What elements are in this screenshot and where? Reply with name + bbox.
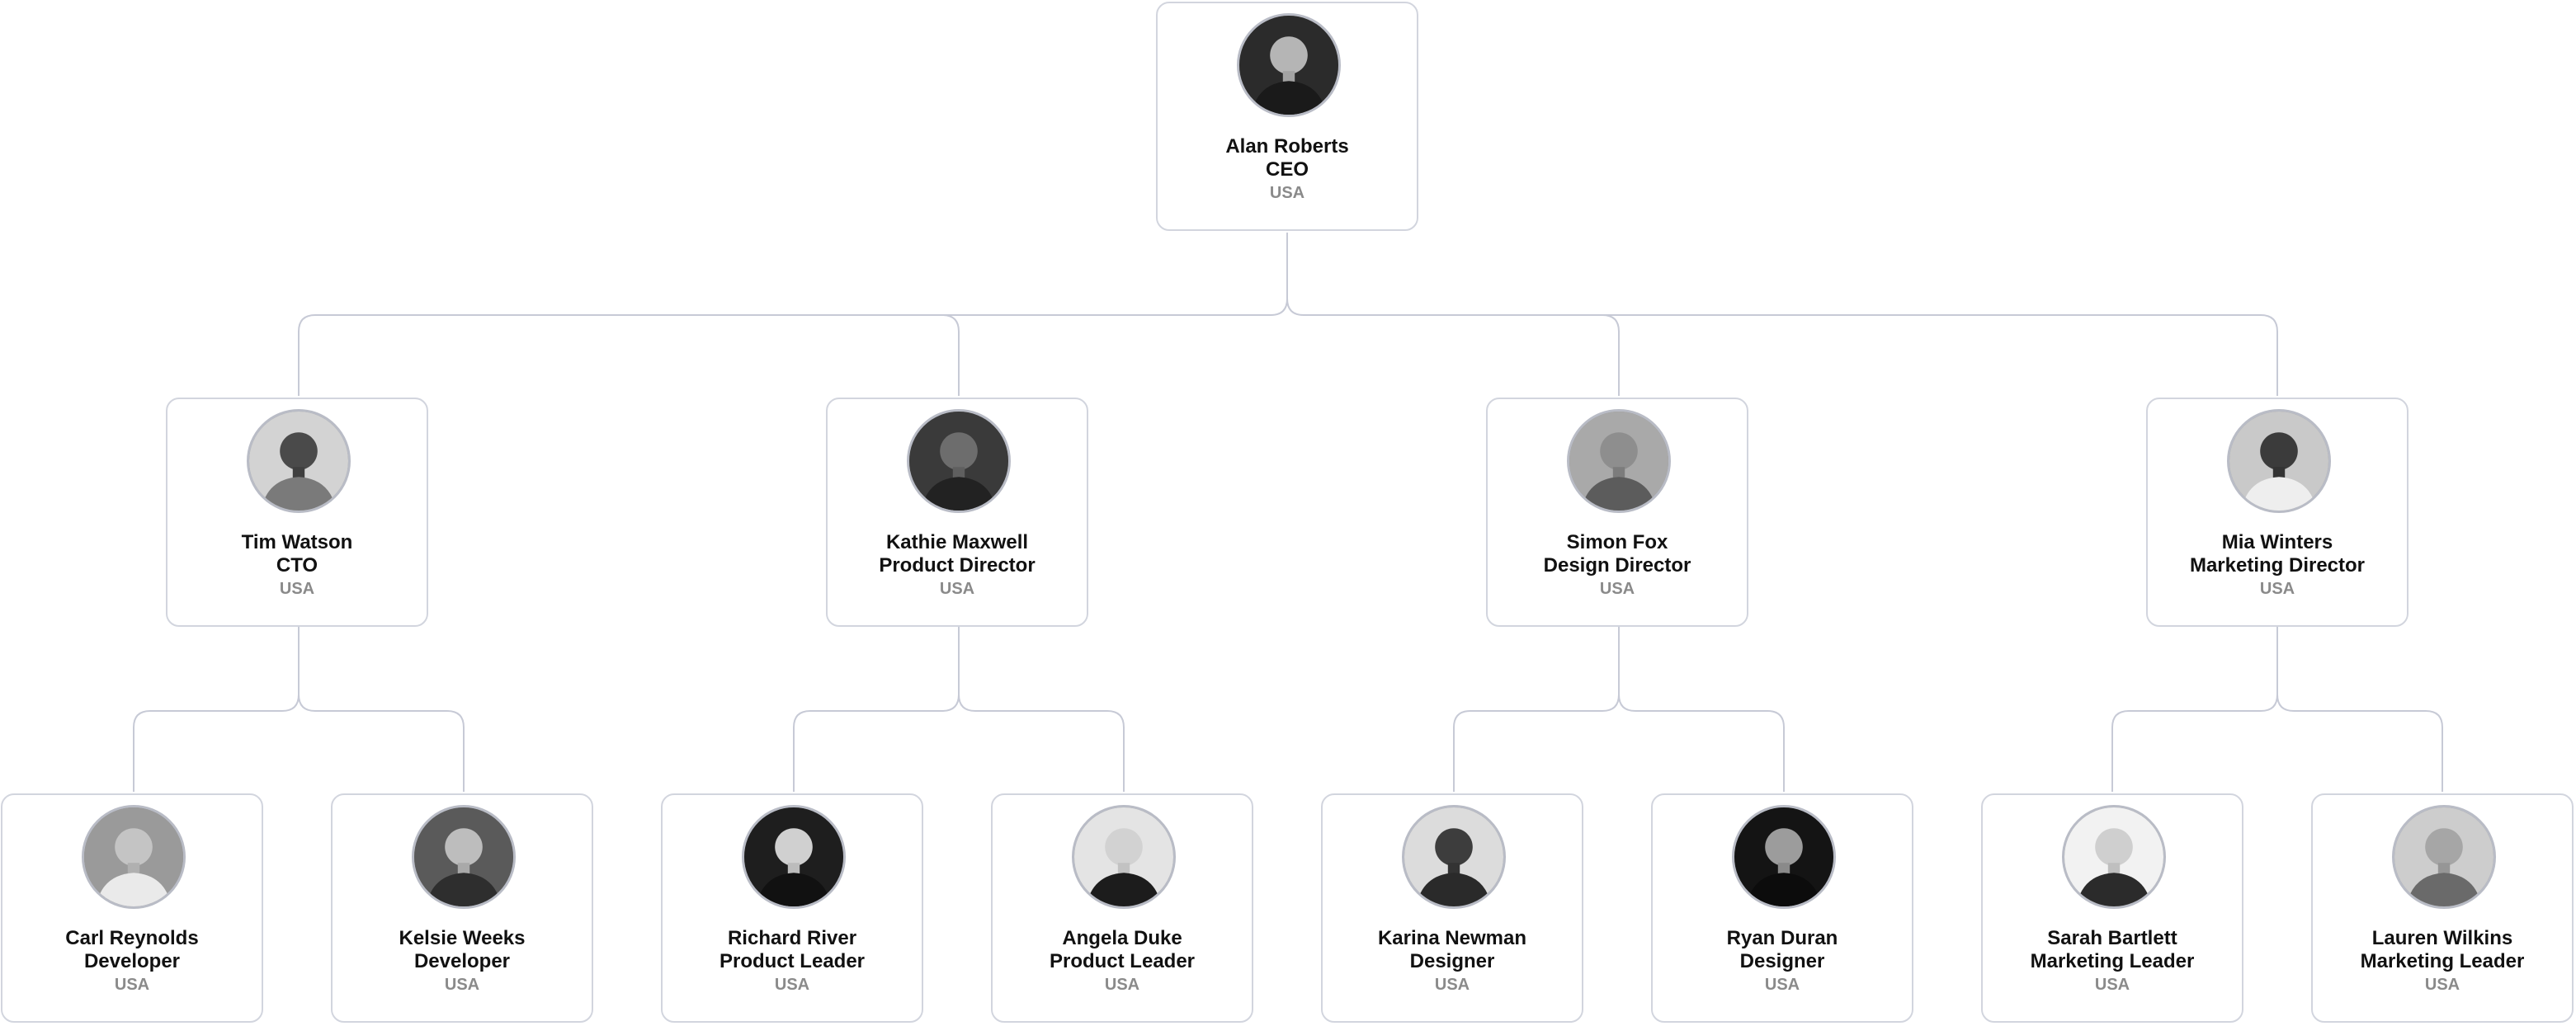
- org-card-mia-winters[interactable]: Mia Winters Marketing Director USA: [2146, 398, 2409, 627]
- avatar: [1072, 805, 1176, 909]
- employee-title: Marketing Director: [2189, 554, 2366, 577]
- avatar: [1567, 409, 1671, 513]
- employee-title: Product Director: [879, 554, 1036, 577]
- person-photo-icon: [1404, 807, 1503, 906]
- org-card-kelsie-weeks[interactable]: Kelsie Weeks Developer USA: [331, 793, 593, 1023]
- employee-title: Designer: [1739, 950, 1825, 972]
- avatar: [742, 805, 846, 909]
- person-photo-icon: [1569, 412, 1668, 511]
- employee-name: Alan Roberts: [1225, 135, 1349, 158]
- employee-name: Ryan Duran: [1726, 927, 1838, 949]
- employee-title: CTO: [276, 554, 318, 577]
- employee-title: Product Leader: [1049, 950, 1196, 972]
- avatar: [412, 805, 516, 909]
- org-card-angela-duke[interactable]: Angela Duke Product Leader USA: [991, 793, 1253, 1023]
- org-card-karina-newman[interactable]: Karina Newman Designer USA: [1321, 793, 1583, 1023]
- avatar: [1237, 13, 1341, 117]
- person-photo-icon: [84, 807, 183, 906]
- org-card-richard-river[interactable]: Richard River Product Leader USA: [661, 793, 923, 1023]
- org-card-carl-reynolds[interactable]: Carl Reynolds Developer USA: [1, 793, 263, 1023]
- employee-name: Carl Reynolds: [65, 927, 199, 949]
- person-photo-icon: [909, 412, 1008, 511]
- avatar: [1402, 805, 1506, 909]
- employee-title: Developer: [83, 950, 181, 972]
- employee-country: USA: [1764, 976, 1800, 994]
- person-photo-icon: [2394, 807, 2493, 906]
- org-card-lauren-wilkins[interactable]: Lauren Wilkins Marketing Leader USA: [2311, 793, 2574, 1023]
- employee-name: Sarah Bartlett: [2047, 927, 2177, 949]
- person-photo-icon: [1239, 16, 1338, 115]
- org-card-alan-roberts[interactable]: Alan Roberts CEO USA: [1156, 2, 1418, 231]
- person-photo-icon: [1734, 807, 1833, 906]
- employee-title: Developer: [413, 950, 511, 972]
- employee-title: Product Leader: [719, 950, 866, 972]
- avatar: [247, 409, 351, 513]
- avatar: [907, 409, 1011, 513]
- employee-country: USA: [2094, 976, 2130, 994]
- person-photo-icon: [249, 412, 348, 511]
- employee-country: USA: [279, 580, 315, 598]
- avatar: [2392, 805, 2496, 909]
- org-card-kathie-maxwell[interactable]: Kathie Maxwell Product Director USA: [826, 398, 1088, 627]
- connector-kathie-to-reports: [793, 627, 1125, 792]
- employee-country: USA: [114, 976, 150, 994]
- person-photo-icon: [414, 807, 513, 906]
- employee-country: USA: [939, 580, 975, 598]
- employee-name: Kelsie Weeks: [399, 927, 526, 949]
- person-photo-icon: [1074, 807, 1173, 906]
- avatar: [2227, 409, 2331, 513]
- employee-title: Marketing Leader: [2360, 950, 2525, 972]
- person-photo-icon: [2229, 412, 2328, 511]
- employee-country: USA: [1434, 976, 1470, 994]
- connector-simon-to-reports: [1453, 627, 1785, 792]
- employee-name: Lauren Wilkins: [2371, 927, 2513, 949]
- employee-name: Tim Watson: [241, 531, 353, 553]
- employee-title: Designer: [1409, 950, 1495, 972]
- employee-country: USA: [1269, 184, 1305, 202]
- org-card-ryan-duran[interactable]: Ryan Duran Designer USA: [1651, 793, 1913, 1023]
- connector-tim-to-reports: [133, 627, 465, 792]
- avatar: [82, 805, 186, 909]
- connector-mia-to-reports: [2111, 627, 2443, 792]
- org-card-tim-watson[interactable]: Tim Watson CTO USA: [166, 398, 428, 627]
- employee-country: USA: [774, 976, 810, 994]
- employee-name: Simon Fox: [1566, 531, 1668, 553]
- employee-title: Marketing Leader: [2030, 950, 2195, 972]
- avatar: [1732, 805, 1836, 909]
- connector-ceo-to-directors: [298, 233, 2278, 396]
- person-photo-icon: [2064, 807, 2163, 906]
- employee-title: CEO: [1265, 158, 1309, 181]
- employee-country: USA: [2259, 580, 2295, 598]
- employee-name: Angela Duke: [1062, 927, 1182, 949]
- employee-name: Mia Winters: [2221, 531, 2333, 553]
- employee-name: Karina Newman: [1377, 927, 1527, 949]
- employee-country: USA: [444, 976, 480, 994]
- employee-name: Richard River: [727, 927, 857, 949]
- employee-country: USA: [2424, 976, 2460, 994]
- org-card-simon-fox[interactable]: Simon Fox Design Director USA: [1486, 398, 1748, 627]
- avatar: [2062, 805, 2166, 909]
- org-card-sarah-bartlett[interactable]: Sarah Bartlett Marketing Leader USA: [1981, 793, 2243, 1023]
- employee-country: USA: [1104, 976, 1140, 994]
- person-photo-icon: [744, 807, 843, 906]
- employee-name: Kathie Maxwell: [885, 531, 1029, 553]
- employee-country: USA: [1599, 580, 1635, 598]
- employee-title: Design Director: [1543, 554, 1691, 577]
